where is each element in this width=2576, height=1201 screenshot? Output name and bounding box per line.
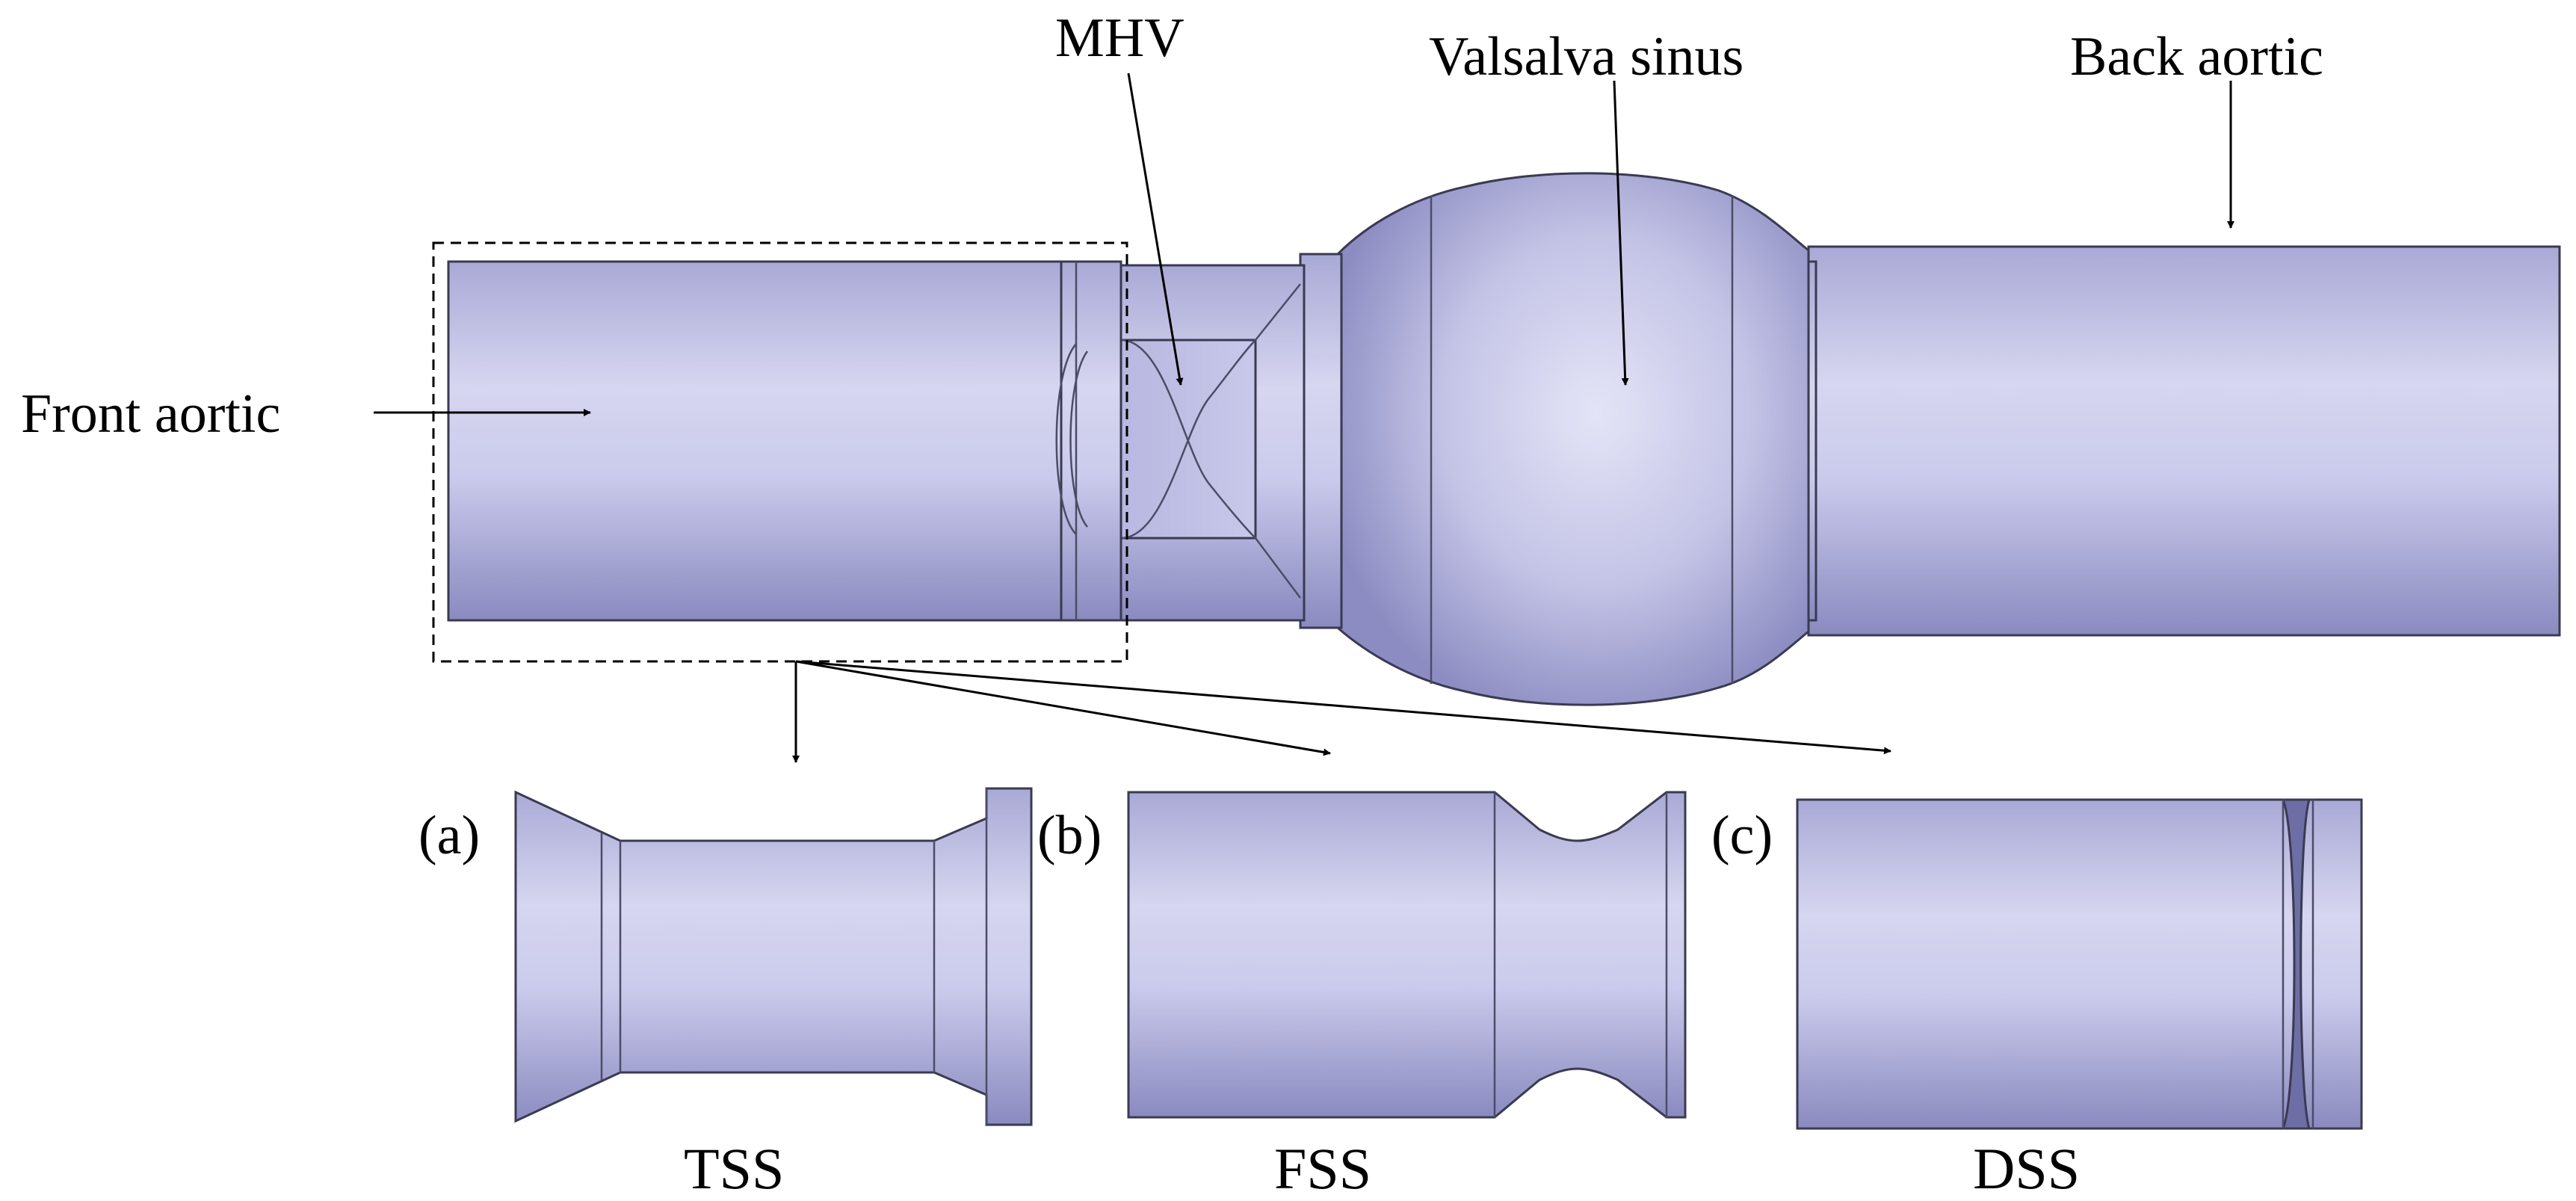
variant-b-name: FSS — [1274, 1136, 1371, 1201]
arrow-valsalva — [1613, 80, 1629, 386]
label-front-aortic: Front aortic — [21, 383, 280, 445]
variant-tss-shape — [514, 787, 1033, 1126]
valsalva-sinus-bulb — [1336, 172, 1810, 706]
variant-dss-shape — [1796, 798, 2363, 1130]
variant-a-tag: (a) — [418, 805, 480, 866]
variant-b-tag: (b) — [1037, 805, 1102, 866]
variant-c-tag: (c) — [1711, 805, 1773, 866]
label-mhv: MHV — [1055, 7, 1184, 69]
selection-box — [432, 241, 1128, 663]
mhv-root-taper — [1255, 283, 1301, 599]
sinus-inlet-collar — [1299, 253, 1343, 629]
variant-c-name: DSS — [1973, 1136, 2080, 1201]
front-aortic-tube — [447, 260, 1063, 622]
mhv-leaflet-curve — [1120, 339, 1256, 540]
arrow-mhv — [1127, 72, 1184, 386]
back-aortic-tube — [1807, 245, 2561, 637]
label-valsalva-sinus: Valsalva sinus — [1429, 26, 1743, 87]
variant-fss-shape — [1127, 791, 1687, 1119]
annotation-arrows — [374, 72, 2234, 763]
arrow-to-dss — [795, 660, 1891, 755]
main-aortic-model — [447, 172, 2561, 706]
valve-ring-edge — [1055, 343, 1089, 535]
mhv-leaflet-lower — [1120, 339, 1256, 539]
variant-a-name: TSS — [684, 1136, 784, 1201]
arrow-to-fss — [795, 660, 1331, 756]
label-back-aortic: Back aortic — [2070, 26, 2323, 87]
